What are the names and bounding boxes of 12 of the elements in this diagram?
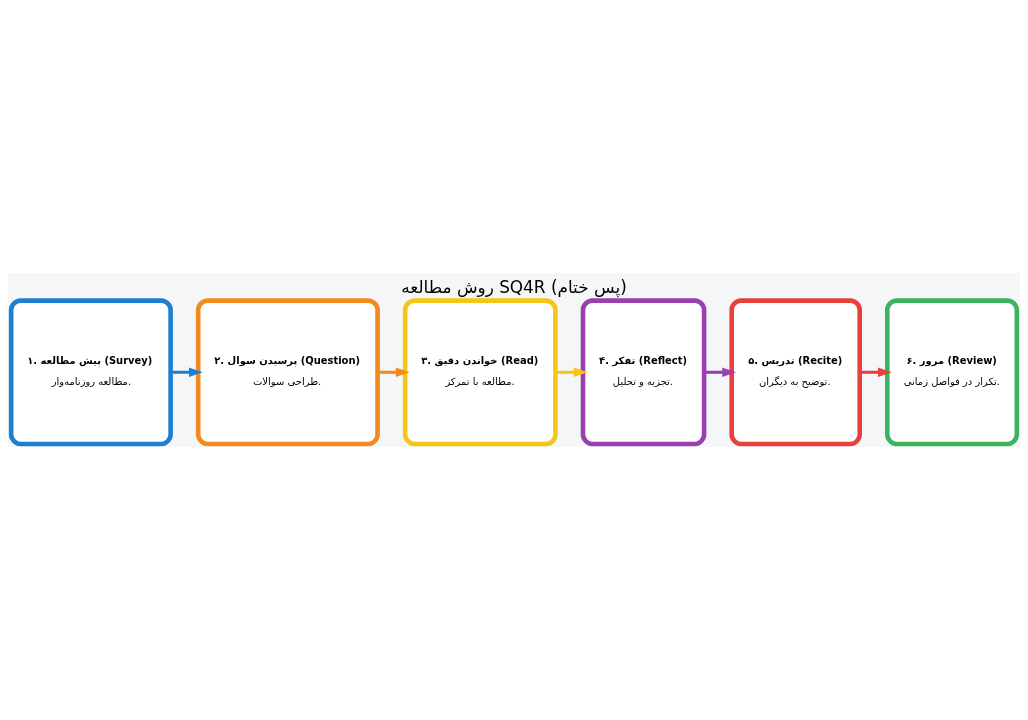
node-box: ۶. مرور (Review) تکرار در فواصل زمانی.: [885, 298, 1020, 447]
node-box: ۲. پرسیدن سوال (Question) طراحی سوالات.: [195, 298, 380, 447]
arrow: [555, 367, 588, 378]
node-box: ۵. تدریس (Recite) توضیح به دیگران.: [729, 298, 862, 447]
arrow: [859, 367, 892, 378]
arrow: [704, 367, 737, 378]
node-box: ۱. پیش مطالعه (Survey) مطالعه روزنامه‌وار.: [8, 298, 173, 447]
node-box: ۴. تفکر (Reflect) تجزیه و تحلیل.: [580, 298, 707, 447]
diagram-title: روش مطالعه SQ4R (پس ختام): [401, 276, 627, 297]
arrow: [377, 367, 410, 378]
node-box: ۳. خواندن دقیق (Read) مطالعه با تمرکز.: [402, 298, 558, 447]
arrow: [170, 367, 203, 378]
